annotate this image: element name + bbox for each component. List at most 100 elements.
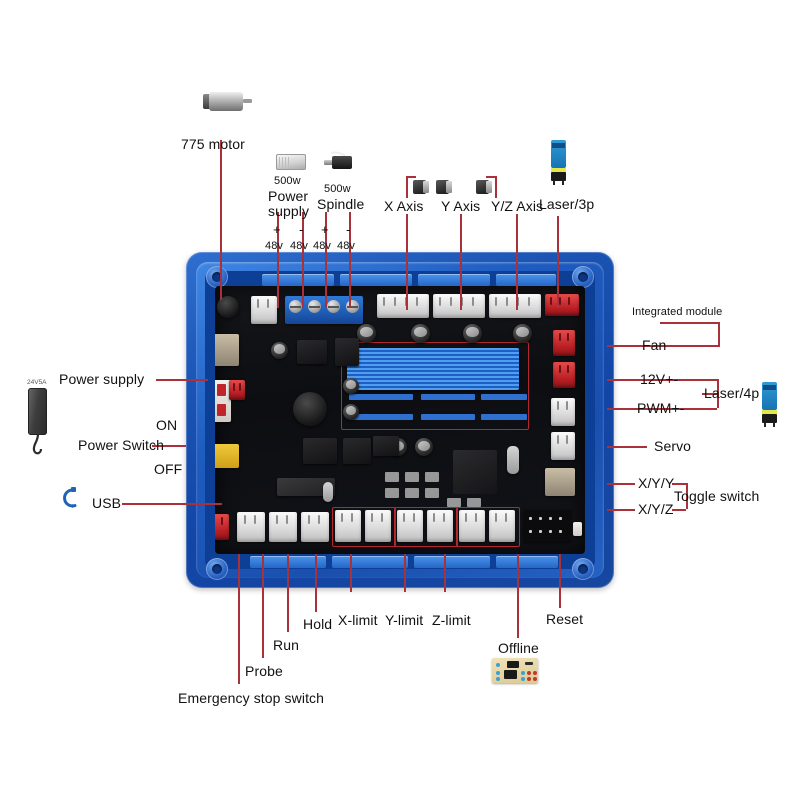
capacitor (415, 438, 433, 456)
usb-uart-chip (277, 478, 335, 496)
reset-button (573, 522, 582, 536)
leader-line (404, 554, 406, 592)
label-offline: Offline (498, 640, 539, 656)
label-x-axis: X Axis (384, 198, 424, 214)
leader-line (672, 483, 686, 485)
label-off: OFF (154, 461, 183, 477)
label-fan: Fan (642, 337, 667, 353)
leader-line (350, 554, 352, 592)
leader-line (557, 216, 559, 308)
x-limit-connector (365, 510, 391, 542)
label-z-limit: Z-limit (432, 612, 471, 628)
driver-pin-row (481, 394, 527, 400)
laser-module-icon (551, 140, 567, 186)
servo-connector (551, 432, 575, 460)
red-connector (229, 380, 245, 400)
label-775-motor: 775 motor (181, 136, 245, 152)
adapter-rating-label: 24V5A (27, 379, 47, 386)
mount-boss (206, 266, 228, 288)
label-voltage-1: 48v (265, 240, 284, 252)
label-polarity-1: + (273, 222, 281, 237)
label-probe: Probe (245, 663, 283, 679)
label-run: Run (273, 637, 299, 653)
leader-line (607, 483, 635, 485)
fan-connector (553, 330, 575, 356)
case-rib (496, 556, 558, 568)
y-limit-connector (427, 510, 453, 542)
label-reset: Reset (546, 611, 584, 627)
leader-line (238, 554, 240, 684)
label-integrated-module: Integrated module (632, 306, 723, 318)
label-power-supply-2: supply (268, 203, 310, 219)
leader-line (156, 379, 208, 381)
mount-boss (206, 558, 228, 580)
dc-power-jack (215, 334, 239, 366)
estop-connector (215, 514, 229, 540)
leader-line (349, 212, 351, 308)
screw-terminal-block (285, 296, 363, 324)
power-inductor (293, 392, 327, 426)
label-usb: USB (92, 495, 122, 511)
y-limit-connector (397, 510, 423, 542)
capacitor (357, 324, 376, 343)
regulator (373, 436, 399, 456)
capacitor (513, 324, 532, 343)
case-rib (496, 274, 556, 286)
label-spindle: Spindle (317, 196, 365, 212)
label-polarity-4: - (346, 222, 351, 237)
power-switch-component (215, 380, 231, 422)
case-rib (414, 556, 490, 568)
jumper-pin-row (421, 414, 475, 420)
leader-line (406, 214, 408, 310)
hold-connector (301, 512, 329, 542)
x-limit-connector (335, 510, 361, 542)
label-power-supply-1: Power (268, 188, 309, 204)
leader-line (406, 176, 416, 178)
leader-line (122, 503, 222, 505)
z-limit-highlight (456, 507, 520, 547)
label-y-axis: Y Axis (441, 198, 481, 214)
stepper-motor-icon (411, 178, 430, 197)
driver-pin-row (421, 394, 475, 400)
crystal-oscillator (323, 482, 333, 502)
leader-line (607, 345, 720, 347)
leader-line (607, 379, 717, 381)
stepper-motor-icon (474, 178, 493, 197)
label-on: ON (156, 417, 178, 433)
offline-pin-header (523, 510, 571, 542)
leader-line (152, 445, 186, 447)
mosfet (343, 438, 371, 464)
label-voltage-2: 48v (290, 240, 309, 252)
leader-line (660, 322, 718, 324)
inductor (217, 296, 239, 318)
label-12v: 12V+- (640, 371, 679, 387)
label-xyy: X/Y/Y (638, 475, 675, 491)
white-connector (251, 296, 277, 324)
label-toggle-switch: Toggle switch (674, 488, 760, 504)
pwm-connector (551, 398, 575, 426)
driver-pin-row (349, 394, 413, 400)
leader-line (607, 509, 635, 511)
motor-connector-yz (489, 294, 541, 318)
laser-12v-connector (553, 362, 575, 388)
z-limit-connector (489, 510, 515, 542)
leader-line (607, 446, 647, 448)
label-power-switch: Power Switch (78, 437, 165, 453)
label-yz-axis: Y/Z Axis (491, 198, 544, 214)
toggle-connector (545, 468, 575, 496)
label-servo: Servo (654, 438, 692, 454)
z-limit-connector (459, 510, 485, 542)
capacitor (343, 378, 359, 394)
label-emergency-stop: Emergency stop switch (178, 690, 325, 706)
leader-line (302, 212, 304, 308)
mosfet (335, 338, 359, 366)
mcu-chip (453, 450, 497, 494)
capacitor (411, 324, 430, 343)
y-limit-highlight (394, 507, 458, 547)
dc-motor-icon (203, 88, 255, 116)
label-polarity-3: + (321, 222, 329, 237)
leader-line (672, 509, 686, 511)
leader-line (262, 554, 264, 658)
offline-controller-icon (492, 658, 540, 685)
